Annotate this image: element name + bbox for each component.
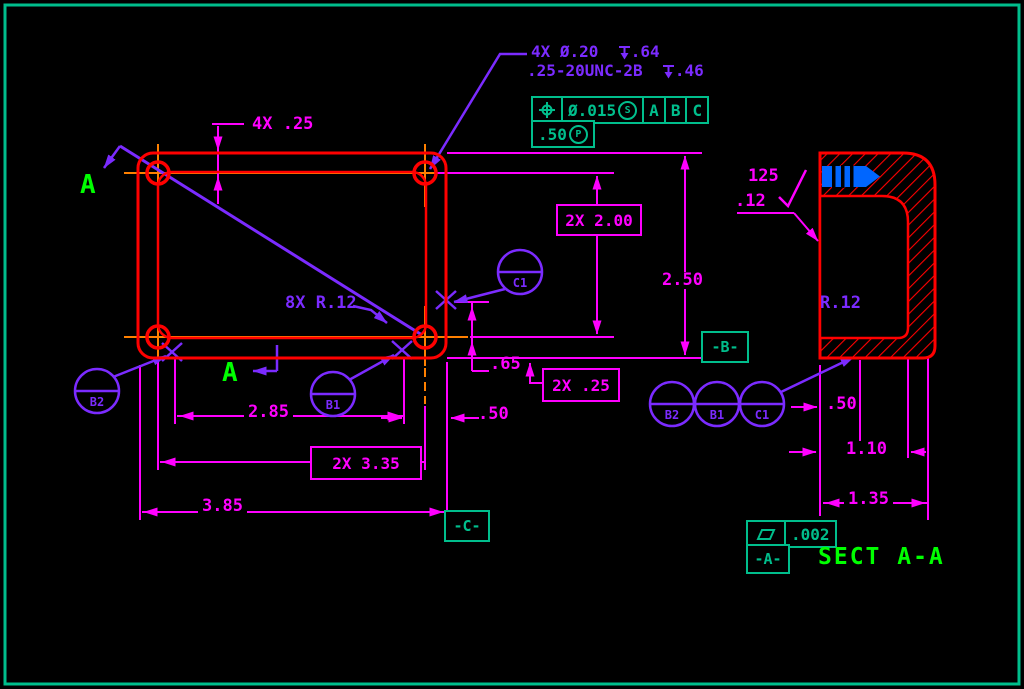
datum-flag-a: -A- <box>746 544 790 574</box>
tapped-hole-symbol <box>822 165 880 188</box>
dim-overall-height: 2.50 <box>658 272 707 289</box>
projected-zone-value: .50 <box>538 124 567 144</box>
section-view-outline <box>818 151 937 360</box>
position-fcf: Ø.015 S A B C <box>531 96 710 124</box>
surface-finish-value: 125 <box>748 166 779 186</box>
sect-target-b1-label: B1 <box>710 408 724 422</box>
hole-bottom-left <box>145 324 171 350</box>
section-title: SECT A-A <box>818 544 945 570</box>
sect-dim-50: .50 <box>826 394 857 414</box>
projected-zone-frame: .50 P <box>531 120 595 148</box>
section-line-and-leaders <box>102 52 901 394</box>
dim-hole-spacing-h-box: 2X 3.35 <box>310 446 422 480</box>
thread-note-line2: .25-20UNC-2B .46 <box>527 63 704 79</box>
sect-target-c1-label: C1 <box>755 408 769 422</box>
front-view-outline <box>136 151 448 360</box>
section-label-bottom: A <box>222 358 238 388</box>
dimension-lines <box>142 123 927 517</box>
fcf-datum-a: A <box>642 96 666 124</box>
dim-target-spacing: 2.85 <box>244 404 293 421</box>
depth-icon <box>618 44 631 60</box>
target-b1-label: B1 <box>326 398 340 412</box>
mmc-s-modifier-icon: S <box>618 100 638 120</box>
hole-qty-dia: 4X Ø.20 <box>531 42 599 61</box>
hole-top-right <box>412 160 438 186</box>
flatness-tolerance: .002 <box>784 520 837 548</box>
extension-lines <box>139 152 929 520</box>
dim-corner-radius: 8X R.12 <box>285 293 357 313</box>
hole-top-left <box>145 160 171 186</box>
wall-thickness: .12 <box>735 191 766 211</box>
datum-flag-b: -B- <box>701 331 749 363</box>
projected-zone-cell: .50 P <box>531 120 595 148</box>
datum-target-labels: B2 B1 C1 B2 B1 C1 <box>90 276 769 422</box>
dim-edge-offset: 4X .25 <box>252 114 314 134</box>
datum-flag-c: -C- <box>444 510 490 542</box>
dim-target-basic-box: 2X .25 <box>542 368 620 402</box>
dim-target-b1-edge: .50 <box>478 404 509 424</box>
section-cavity <box>818 194 910 340</box>
sect-dim-135: 1.35 <box>844 491 893 508</box>
fcf-datum-c: C <box>685 96 710 124</box>
thread-note-line1: 4X Ø.20 .64 <box>531 44 660 60</box>
fcf-tolerance: Ø.015 <box>568 100 617 120</box>
thread-depth: .46 <box>674 61 704 80</box>
sect-dim-110: 1.10 <box>842 441 891 458</box>
hole-bottom-right <box>412 324 438 350</box>
depth-icon <box>662 63 675 79</box>
dim-hole-spacing-v-box: 2X 2.00 <box>556 204 642 236</box>
position-icon <box>531 96 563 124</box>
section-label-top: A <box>80 170 96 200</box>
fcf-datum-b: B <box>663 96 688 124</box>
sect-target-b2-label: B2 <box>665 408 679 422</box>
inner-radius: R.12 <box>820 293 861 313</box>
hole-depth: .64 <box>630 42 660 61</box>
dim-target-c1-offset: .65 <box>490 354 521 374</box>
projected-p-modifier-icon: P <box>568 124 588 144</box>
dim-overall-width: 3.85 <box>198 498 247 515</box>
datum-target-circles <box>73 248 786 428</box>
target-b2-label: B2 <box>90 395 104 409</box>
thread-callout: .25-20UNC-2B <box>527 61 643 80</box>
target-c1-label: C1 <box>513 276 527 290</box>
sheet-border <box>3 3 1021 686</box>
